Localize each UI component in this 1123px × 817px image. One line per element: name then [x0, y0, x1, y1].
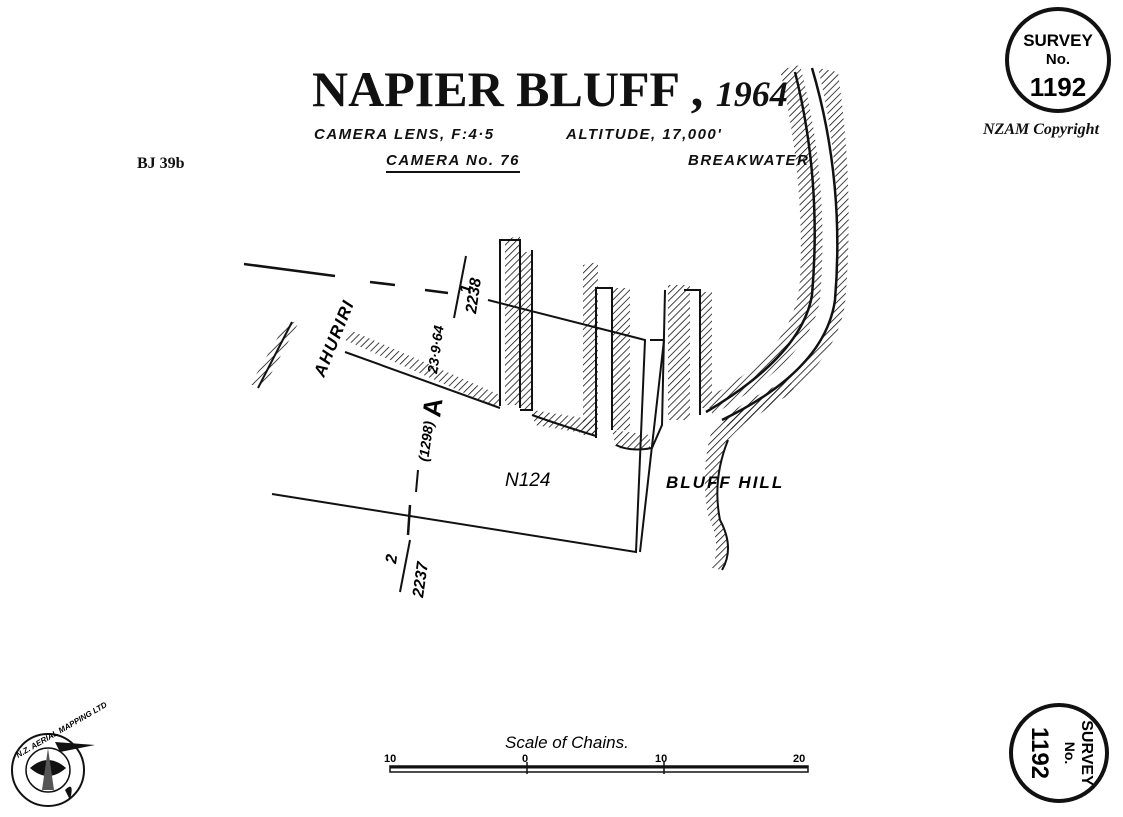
point-ref-label: (1298): [415, 420, 437, 463]
scale-caption: Scale of Chains.: [505, 733, 629, 752]
camera-lens-label: CAMERA LENS, F:4·5: [314, 126, 495, 143]
wharf-1-hatch-outer: [505, 235, 520, 405]
title-name: NAPIER BLUFF: [312, 61, 679, 117]
coast-ahuriri-hatch: [250, 320, 300, 385]
sheet-number-label: N124: [505, 470, 550, 491]
point-a-label: A: [416, 396, 448, 419]
coast-harbour-hatch: [345, 330, 500, 408]
stamp-top-number: 1192: [1030, 72, 1086, 102]
breakwater-hatch: [712, 65, 823, 415]
stamp-bottom-number: 1192: [1026, 727, 1053, 779]
bluff-hill-coast-hatch: [704, 380, 795, 570]
altitude-label: ALTITUDE, 17,000': [566, 126, 723, 143]
camera-number-label: CAMERA No. 76: [386, 152, 520, 173]
coast-ahuriri-line: [257, 321, 293, 389]
coast-harbour-line: [344, 351, 501, 409]
scale-tick-0: 0: [522, 753, 528, 765]
sheet-code: BJ 39b: [137, 155, 185, 172]
scale-bar: [389, 762, 809, 774]
company-logo: [11, 733, 95, 807]
scale-tick-20: 20: [793, 753, 805, 765]
run-bottom-frame-label: 2237: [410, 560, 432, 600]
title-year: 1964: [715, 74, 788, 114]
bluff-hill-label: BLUFF HILL: [666, 473, 784, 492]
stamp-bottom-line2: No.: [1062, 742, 1078, 765]
survey-stamp-bottom: SURVEY No. 1192: [1009, 703, 1109, 803]
scale-tick-10-left: 10: [384, 753, 396, 765]
stamp-top-line2: No.: [1046, 51, 1070, 68]
date-label: 23·9·64: [424, 324, 447, 375]
flight-line-vertical: [406, 504, 412, 536]
scale-tick-10-right: 10: [655, 753, 667, 765]
survey-stamp-top: SURVEY No. 1192: [1005, 7, 1111, 113]
breakwater-line: [705, 71, 816, 414]
wharf-3-hatch: [583, 262, 598, 435]
stamp-top-line1: SURVEY: [1023, 31, 1093, 50]
photo-frame-outline: [271, 299, 647, 554]
breakwater-label: BREAKWATER: [688, 152, 810, 169]
run-top-frame-label: 2238: [463, 277, 485, 316]
title-separator: ,: [678, 61, 704, 117]
map-title: NAPIER BLUFF , 1964: [312, 60, 788, 118]
run-top-label: 1: [457, 283, 475, 294]
stamp-bottom-line1: SURVEY: [1078, 720, 1095, 786]
run-bottom-label: 2: [383, 553, 401, 565]
flight-line-top: [243, 262, 449, 295]
copyright-notice: NZAM Copyright: [983, 121, 1100, 138]
